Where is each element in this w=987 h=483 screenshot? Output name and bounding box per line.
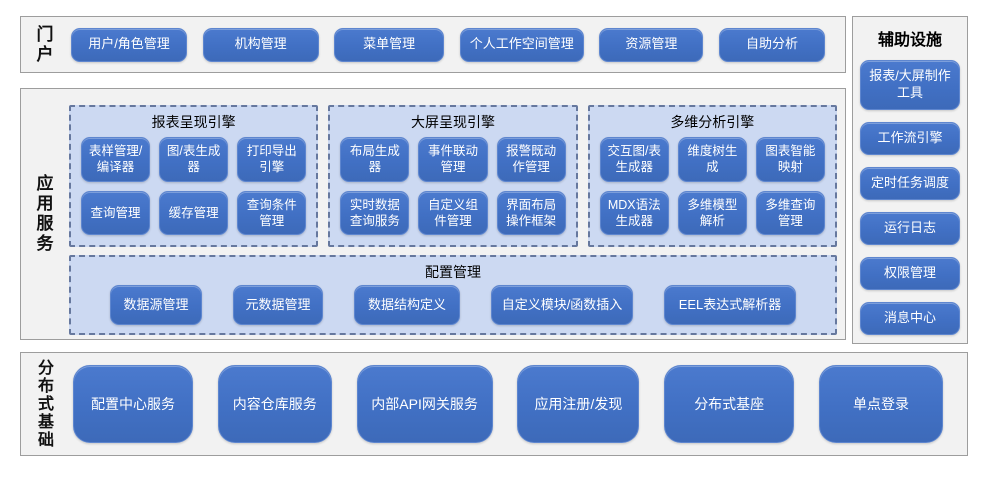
group-config-management-title: 配置管理: [425, 264, 481, 280]
portal-button-resource[interactable]: 资源管理: [599, 27, 704, 62]
portal-button-user-role[interactable]: 用户/角色管理: [71, 27, 187, 62]
group-config-management: 配置管理 数据源管理 元数据管理 数据结构定义 自定义模块/函数插入 EEL表达…: [69, 255, 837, 335]
btn-report-dashboard-tool[interactable]: 报表/大屏制作工具: [860, 60, 960, 110]
auxiliary-section: 辅助设施 报表/大屏制作工具 工作流引擎 定时任务调度 运行日志 权限管理 消息…: [852, 16, 968, 344]
auxiliary-section-label: 辅助设施: [877, 32, 942, 49]
portal-button-row: 用户/角色管理 机构管理 菜单管理 个人工作空间管理 资源管理 自助分析: [65, 17, 845, 72]
foundation-button-row: 配置中心服务 内容仓库服务 内部API网关服务 应用注册/发现 分布式基座 单点…: [65, 353, 967, 455]
btn-event-linkage-management[interactable]: 事件联动管理: [418, 137, 488, 182]
foundation-section: 分布式基础 配置中心服务 内容仓库服务 内部API网关服务 应用注册/发现 分布…: [20, 352, 968, 456]
btn-run-log[interactable]: 运行日志: [860, 212, 960, 245]
btn-permission-management[interactable]: 权限管理: [860, 257, 960, 290]
btn-custom-module-function[interactable]: 自定义模块/函数插入: [491, 285, 633, 325]
btn-content-repo-service[interactable]: 内容仓库服务: [217, 365, 332, 443]
btn-chart-smart-mapping[interactable]: 图表智能映射: [755, 137, 825, 182]
btn-query-condition-management[interactable]: 查询条件管理: [237, 190, 307, 235]
portal-label-column: 门户: [21, 17, 65, 72]
app-services-section: 应用服务 报表呈现引擎 表样管理/编译器 图/表生成器 打印导出引擎 查询管理 …: [20, 88, 846, 340]
btn-multidim-model-parsing[interactable]: 多维模型解析: [677, 190, 747, 235]
btn-metadata-management[interactable]: 元数据管理: [233, 285, 323, 325]
group-report-engine: 报表呈现引擎 表样管理/编译器 图/表生成器 打印导出引擎 查询管理 缓存管理 …: [69, 105, 319, 247]
group-report-engine-grid: 表样管理/编译器 图/表生成器 打印导出引擎 查询管理 缓存管理 查询条件管理: [71, 135, 316, 245]
btn-alarm-action-management[interactable]: 报警既动作管理: [496, 137, 566, 182]
btn-app-register-discovery[interactable]: 应用注册/发现: [517, 365, 640, 443]
app-services-section-label: 应用服务: [33, 174, 53, 254]
btn-eel-expression-parser[interactable]: EEL表达式解析器: [664, 285, 796, 325]
btn-config-center-service[interactable]: 配置中心服务: [73, 365, 193, 443]
portal-button-self-analysis[interactable]: 自助分析: [718, 27, 825, 62]
btn-distributed-base[interactable]: 分布式基座: [664, 365, 795, 443]
btn-internal-api-gateway[interactable]: 内部API网关服务: [356, 365, 493, 443]
group-dashboard-engine-grid: 布局生成器 事件联动管理 报警既动作管理 实时数据查询服务 自定义组件管理 界面…: [330, 135, 575, 245]
group-olap-engine: 多维分析引擎 交互图/表生成器 维度树生成 图表智能映射 MDX语法生成器 多维…: [587, 105, 837, 247]
group-dashboard-engine: 大屏呈现引擎 布局生成器 事件联动管理 报警既动作管理 实时数据查询服务 自定义…: [328, 105, 578, 247]
portal-section-label: 门户: [33, 24, 53, 65]
btn-cache-management[interactable]: 缓存管理: [159, 190, 229, 235]
btn-dimension-tree-generation[interactable]: 维度树生成: [677, 137, 747, 182]
btn-realtime-data-query-service[interactable]: 实时数据查询服务: [340, 190, 410, 235]
btn-query-management[interactable]: 查询管理: [81, 190, 151, 235]
portal-button-org[interactable]: 机构管理: [202, 27, 319, 62]
group-olap-engine-title: 多维分析引擎: [670, 114, 755, 130]
app-services-label-column: 应用服务: [21, 89, 65, 339]
engine-groups-row: 报表呈现引擎 表样管理/编译器 图/表生成器 打印导出引擎 查询管理 缓存管理 …: [69, 105, 837, 247]
btn-mdx-syntax-generator[interactable]: MDX语法生成器: [599, 190, 669, 235]
app-services-content: 报表呈现引擎 表样管理/编译器 图/表生成器 打印导出引擎 查询管理 缓存管理 …: [65, 89, 845, 339]
group-report-engine-title: 报表呈现引擎: [151, 114, 236, 130]
btn-single-sign-on[interactable]: 单点登录: [818, 365, 943, 443]
foundation-label-column: 分布式基础: [21, 353, 65, 455]
foundation-section-label: 分布式基础: [35, 359, 52, 449]
portal-section: 门户 用户/角色管理 机构管理 菜单管理 个人工作空间管理 资源管理 自助分析: [20, 16, 846, 73]
btn-report-style-compiler[interactable]: 表样管理/编译器: [81, 137, 151, 182]
btn-print-export-engine[interactable]: 打印导出引擎: [237, 137, 307, 182]
group-dashboard-engine-title: 大屏呈现引擎: [410, 114, 495, 130]
group-config-management-row: 数据源管理 元数据管理 数据结构定义 自定义模块/函数插入 EEL表达式解析器: [71, 285, 835, 335]
btn-scheduled-task[interactable]: 定时任务调度: [860, 167, 960, 200]
btn-multidim-query-management[interactable]: 多维查询管理: [755, 190, 825, 235]
btn-layout-generator[interactable]: 布局生成器: [340, 137, 410, 182]
portal-button-workspace[interactable]: 个人工作空间管理: [459, 27, 584, 62]
btn-custom-component-management[interactable]: 自定义组件管理: [418, 190, 488, 235]
portal-button-menu[interactable]: 菜单管理: [334, 27, 445, 62]
btn-message-center[interactable]: 消息中心: [860, 302, 960, 335]
group-olap-engine-grid: 交互图/表生成器 维度树生成 图表智能映射 MDX语法生成器 多维模型解析 多维…: [590, 135, 835, 245]
btn-chart-table-generator[interactable]: 图/表生成器: [159, 137, 229, 182]
btn-ui-layout-framework[interactable]: 界面布局操作框架: [496, 190, 566, 235]
btn-datasource-management[interactable]: 数据源管理: [110, 285, 202, 325]
auxiliary-button-column: 报表/大屏制作工具 工作流引擎 定时任务调度 运行日志 权限管理 消息中心: [853, 60, 967, 348]
btn-workflow-engine[interactable]: 工作流引擎: [860, 122, 960, 155]
btn-data-structure-definition[interactable]: 数据结构定义: [354, 285, 460, 325]
btn-interactive-chart-generator[interactable]: 交互图/表生成器: [599, 137, 669, 182]
